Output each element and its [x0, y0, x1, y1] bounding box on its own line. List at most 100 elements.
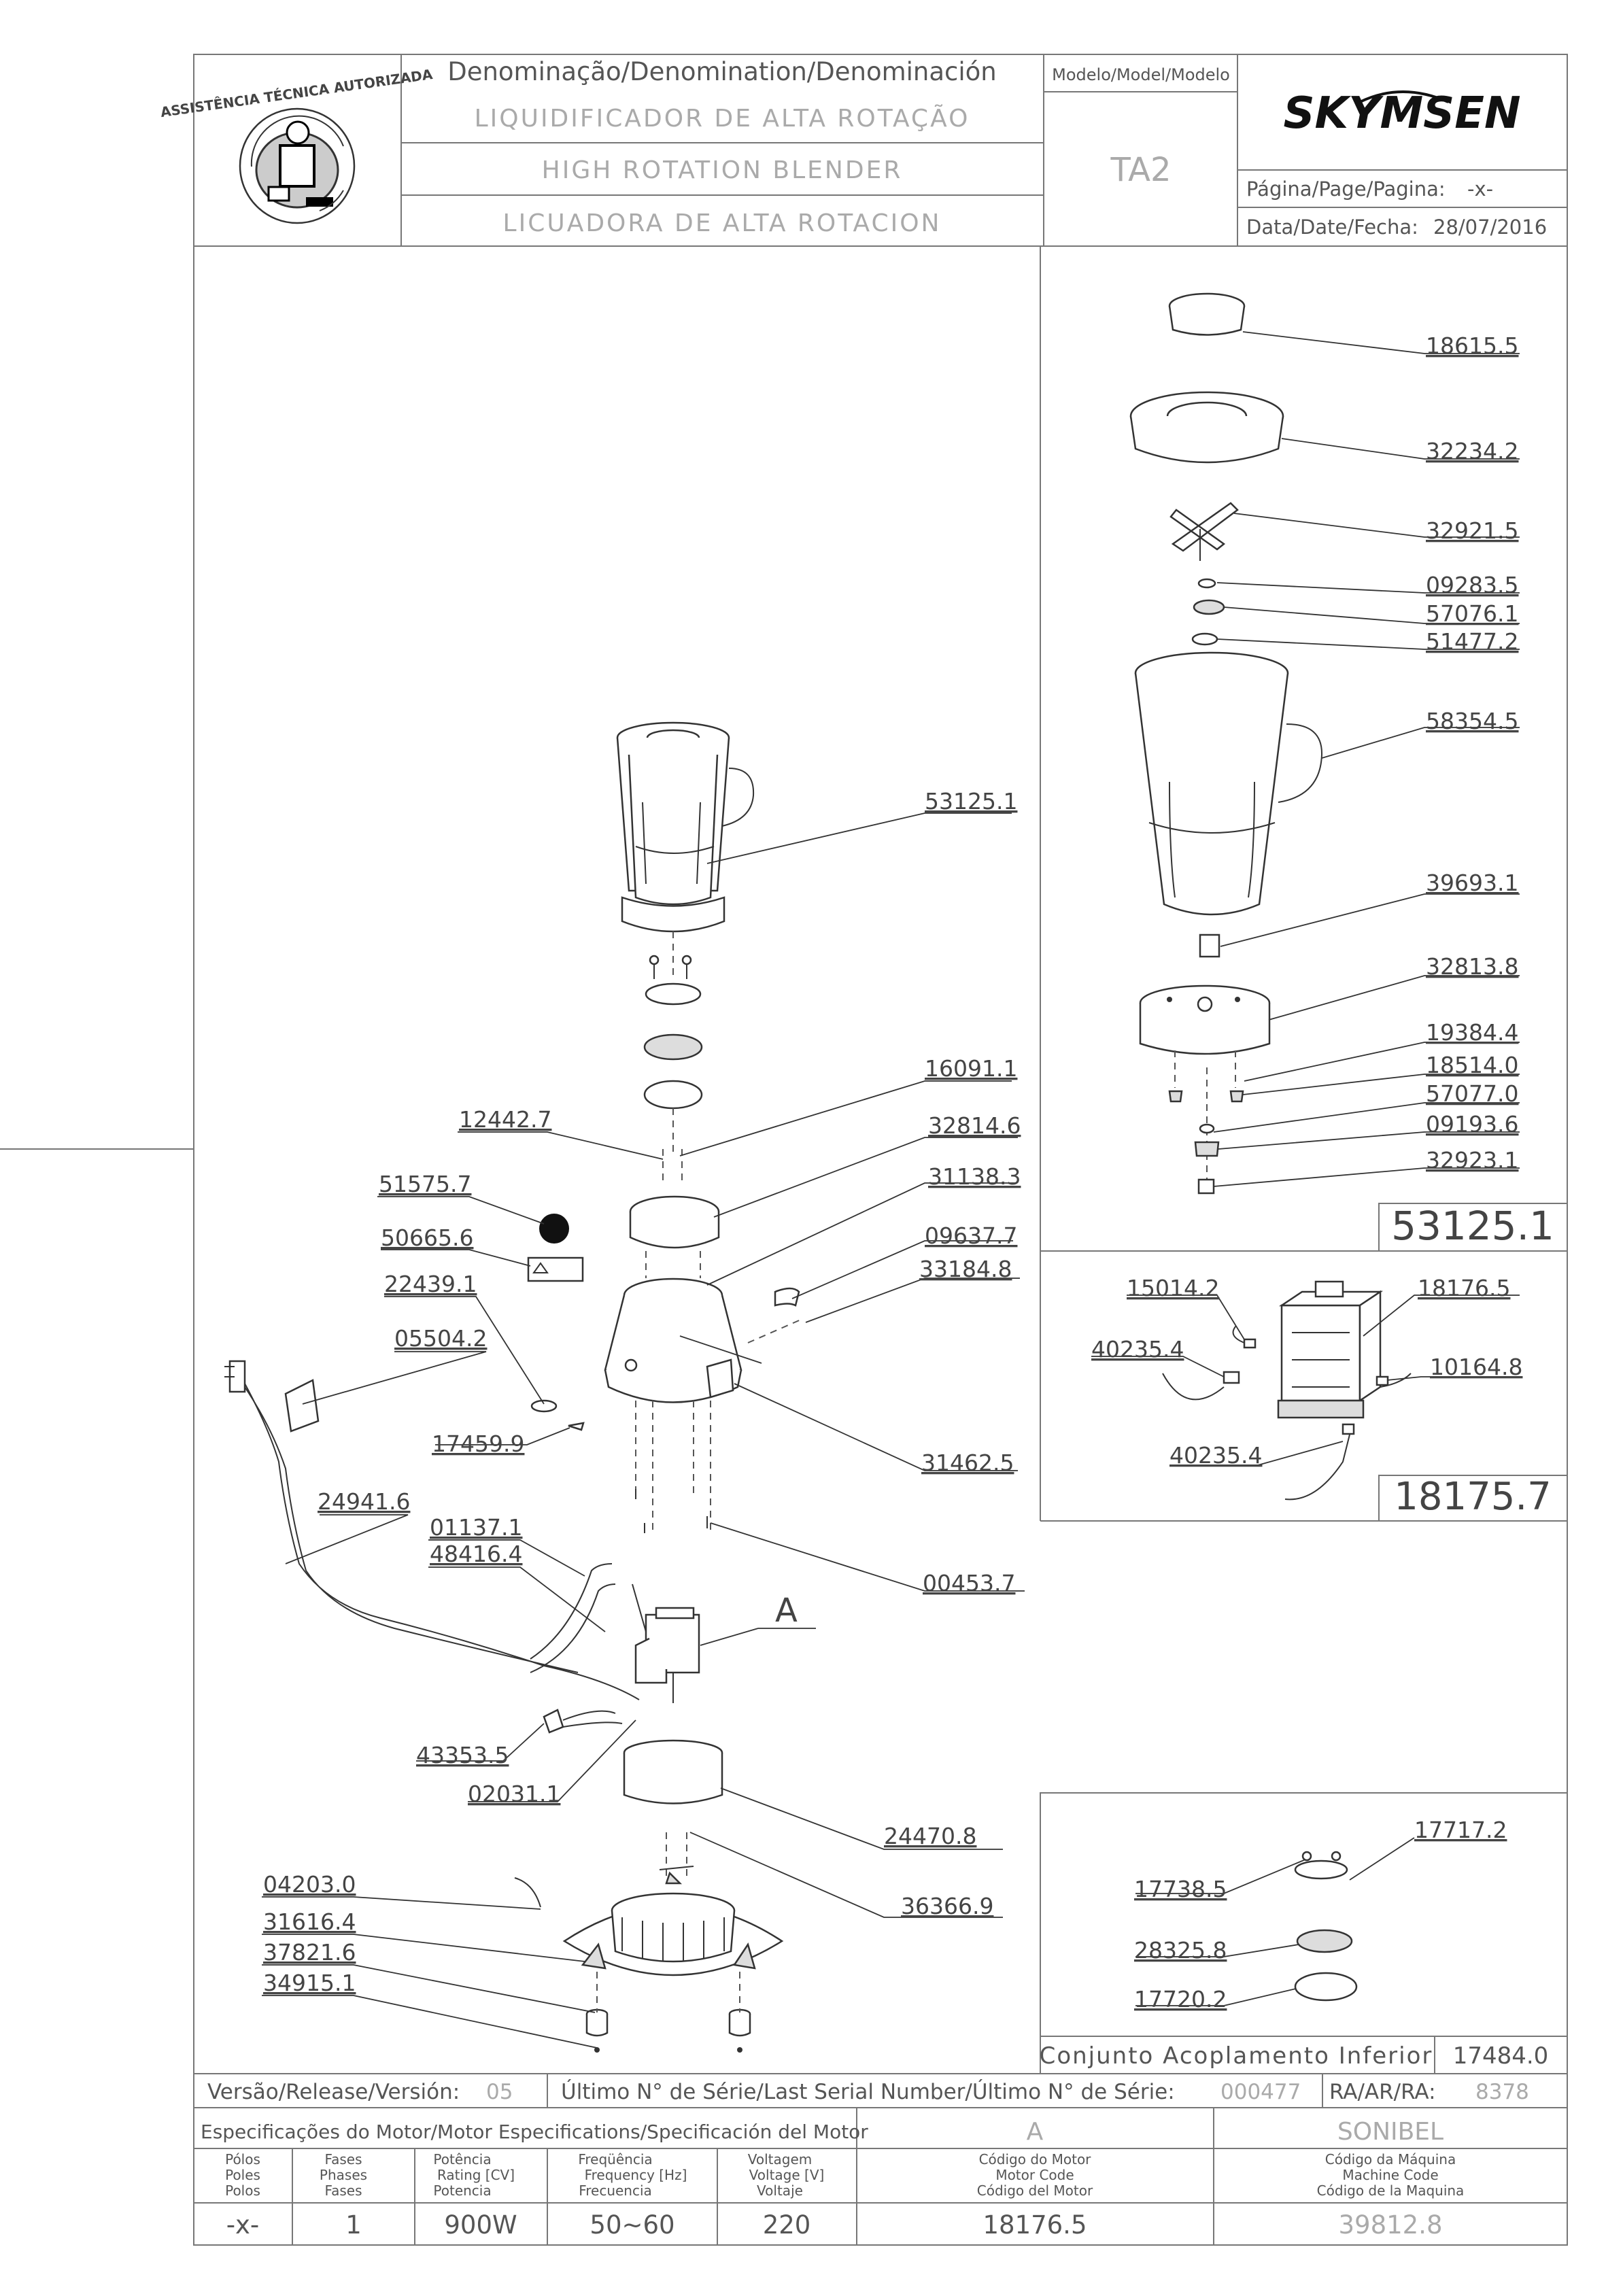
motor-spec-title: Especificações do Motor/Motor Especifica… — [201, 2121, 868, 2143]
part-label: 32814.6 — [928, 1112, 1021, 1139]
power-cord-drawing — [224, 1360, 640, 1700]
coupling-part-labels: 17717.2 17738.5 28325.8 17720.2 Conjunto… — [1040, 1817, 1549, 2070]
phases-value: 1 — [345, 2210, 362, 2240]
model-value: TA2 — [1110, 151, 1172, 189]
part-label: 40235.4 — [1091, 1336, 1184, 1363]
part-label: 18615.5 — [1426, 332, 1518, 359]
part-label: 28325.8 — [1134, 1937, 1227, 1964]
part-label: 32234.2 — [1426, 438, 1518, 464]
authorized-service-seal — [239, 107, 356, 224]
part-label: 34915.1 — [263, 1970, 356, 1996]
col-freq-en: Frequency [Hz] — [585, 2167, 687, 2183]
part-label: 48416.4 — [430, 1541, 522, 1567]
part-label: 18176.5 — [1418, 1275, 1510, 1301]
part-label: 51477.2 — [1426, 628, 1518, 655]
motor-spec-marker: A — [1027, 2118, 1044, 2146]
part-label: 12442.7 — [459, 1106, 551, 1133]
col-power-pt: Potência — [433, 2151, 491, 2168]
part-label: 17738.5 — [1134, 1876, 1227, 1902]
part-label: 43353.5 — [416, 1742, 509, 1768]
motor-drawing — [632, 1583, 700, 1703]
version-label: Versão/Release/Versión: — [207, 2080, 460, 2104]
col-power-es: Potencia — [433, 2182, 491, 2199]
col-machine-code-en: Machine Code — [1342, 2167, 1438, 2183]
part-label: 24941.6 — [318, 1488, 410, 1515]
part-label: 24470.8 — [884, 1823, 976, 1849]
part-label: 09283.5 — [1426, 572, 1518, 598]
part-label: 17720.2 — [1134, 1986, 1227, 2012]
part-label: 15014.2 — [1127, 1275, 1219, 1301]
col-volt-es: Voltaje — [757, 2182, 803, 2199]
col-volt-en: Voltage [V] — [749, 2167, 825, 2183]
coupling-assembly-title: Conjunto Acoplamento Inferior — [1040, 2042, 1433, 2070]
page-value: -x- — [1467, 177, 1493, 201]
motor-a-marker: A — [775, 1592, 798, 1630]
col-motor-code-es: Código del Motor — [977, 2182, 1093, 2199]
part-label: 31462.5 — [921, 1450, 1014, 1476]
motor-housing-drawing — [604, 1278, 742, 1403]
part-label: 57077.0 — [1426, 1080, 1518, 1107]
coupling-leader-lines — [1135, 1837, 1415, 2006]
col-phases-pt: Fases — [324, 2151, 362, 2168]
motor-assembly-code-box — [1378, 1475, 1568, 1522]
frequency-value: 50~60 — [590, 2210, 674, 2240]
col-freq-pt: Freqüência — [578, 2151, 652, 2168]
jar-assembly-code-box — [1378, 1203, 1568, 1252]
part-label: 33184.8 — [919, 1256, 1012, 1282]
main-leader-lines — [262, 812, 1025, 2049]
col-poles-es: Polos — [225, 2182, 260, 2199]
part-label: 09193.6 — [1426, 1111, 1518, 1137]
page-label: Página/Page/Pagina: — [1246, 177, 1446, 201]
warning-label — [527, 1256, 584, 1282]
power-value: 900W — [444, 2210, 517, 2240]
part-label: 31138.3 — [928, 1163, 1021, 1190]
voltage-value: 220 — [763, 2210, 811, 2240]
part-label: 51575.7 — [379, 1171, 471, 1197]
part-label: 37821.6 — [263, 1939, 356, 1966]
part-label: 50665.6 — [381, 1224, 473, 1251]
col-phases-es: Fases — [324, 2182, 362, 2199]
name-english: HIGH ROTATION BLENDER — [542, 156, 903, 184]
coupling-exploded-view — [1135, 1837, 1415, 2006]
machine-code-value: 39812.8 — [1338, 2210, 1442, 2240]
motor-leader-lines — [1091, 1295, 1520, 1466]
part-label: 58354.5 — [1426, 708, 1518, 734]
part-label: 31616.4 — [263, 1908, 356, 1935]
part-label: 18514.0 — [1426, 1052, 1518, 1078]
base-drawing — [562, 1871, 784, 1976]
part-label: 09637.7 — [925, 1222, 1017, 1249]
ra-value: 8378 — [1475, 2080, 1529, 2104]
brand-name: SKYMSEN — [1283, 88, 1520, 139]
col-machine-code-pt: Código da Máquina — [1325, 2151, 1456, 2168]
col-power-en: Rating [CV] — [437, 2167, 515, 2183]
part-label: 32923.1 — [1426, 1147, 1518, 1173]
main-part-labels: 53125.1 16091.1 12442.7 32814.6 51575.7 … — [263, 788, 1021, 1996]
black-label-sticker — [539, 1214, 569, 1244]
blender-jar-drawing — [616, 721, 755, 933]
col-phases-en: Phases — [320, 2167, 367, 2183]
date-label: Data/Date/Fecha: — [1246, 216, 1418, 239]
part-label: 04203.0 — [263, 1871, 356, 1898]
part-label: 17459.9 — [432, 1430, 524, 1457]
col-freq-es: Frecuencia — [579, 2182, 652, 2199]
model-label: Modelo/Model/Modelo — [1052, 65, 1230, 84]
version-row: Versão/Release/Versión: 05 Último N° de … — [207, 2079, 1529, 2104]
title-block: ASSISTÊNCIA TÉCNICA AUTORIZADA Denominaç… — [159, 54, 1567, 247]
part-label: 00453.7 — [923, 1570, 1015, 1596]
jar-exploded-view — [1129, 292, 1520, 1195]
part-label: 19384.4 — [1426, 1019, 1518, 1046]
ra-label: RA/AR/RA: — [1329, 2080, 1436, 2104]
serial-label: Último N° de Série/Last Serial Number/Úl… — [561, 2079, 1175, 2104]
motor-code-value: 18176.5 — [983, 2210, 1087, 2240]
part-label: 53125.1 — [925, 788, 1017, 815]
part-label: 32813.8 — [1426, 953, 1518, 980]
col-poles-en: Poles — [225, 2167, 260, 2183]
part-label: 16091.1 — [925, 1055, 1017, 1082]
part-label: 05504.2 — [394, 1325, 487, 1352]
date-value: 28/07/2016 — [1433, 216, 1547, 239]
part-label: 39693.1 — [1426, 870, 1518, 896]
jar-assembly-code: 53125.1 — [1391, 1203, 1554, 1249]
serial-value: 000477 — [1220, 2080, 1301, 2104]
part-label: 40235.4 — [1169, 1442, 1262, 1469]
